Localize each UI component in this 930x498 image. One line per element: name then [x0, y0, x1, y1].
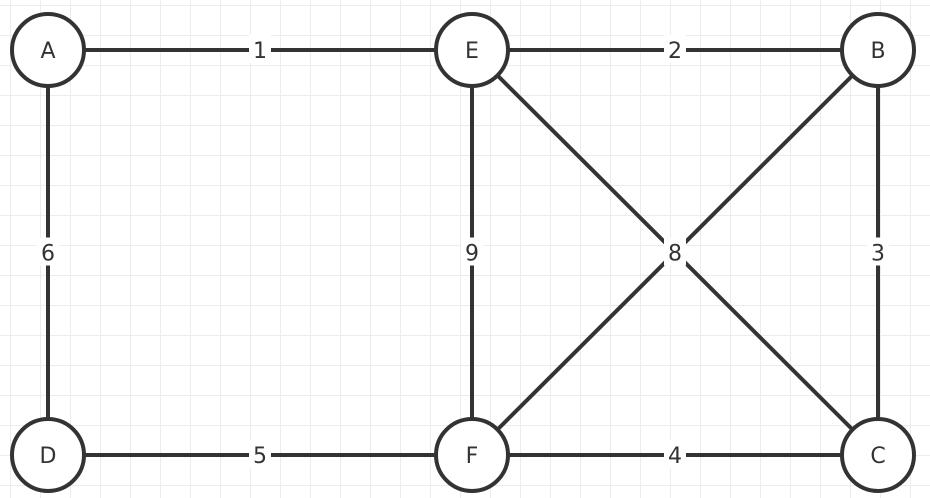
edge-label-bg [249, 35, 271, 63]
node-D[interactable]: D [10, 417, 86, 493]
node-circle [434, 417, 510, 493]
edge-weight-D-F: 5 [253, 444, 267, 469]
node-label: C [870, 444, 885, 469]
node-label: F [466, 444, 479, 469]
edge-weight-E-F: 9 [465, 242, 479, 267]
edge-weight-E-C: 8 [668, 242, 682, 267]
node-circle [10, 417, 86, 493]
edge-weight-A-D: 6 [41, 242, 55, 267]
node-B[interactable]: B [840, 12, 916, 88]
node-label: D [40, 444, 57, 469]
node-label: E [465, 39, 479, 64]
edge-label-bg [664, 237, 686, 266]
node-A[interactable]: A [10, 12, 86, 88]
edge-label-bg [867, 237, 889, 266]
edge-label-bg [249, 440, 271, 468]
edge-weight-E-B: 2 [668, 39, 682, 64]
edge-label-bg [37, 237, 59, 266]
edge-weight-F-C: 4 [668, 444, 682, 469]
edge-label-bg [664, 35, 686, 63]
node-E[interactable]: E [434, 12, 510, 88]
edge-weight-A-E: 1 [253, 39, 267, 64]
node-circle [840, 12, 916, 88]
node-label: B [870, 39, 885, 64]
node-label: A [40, 39, 55, 64]
edge-label-bg [461, 237, 483, 266]
node-circle [840, 417, 916, 493]
node-F[interactable]: F [434, 417, 510, 493]
edge-label-bg [664, 440, 686, 468]
node-circle [434, 12, 510, 88]
node-circle [10, 12, 86, 88]
node-C[interactable]: C [840, 417, 916, 493]
edge-weight-B-C: 3 [871, 242, 885, 267]
